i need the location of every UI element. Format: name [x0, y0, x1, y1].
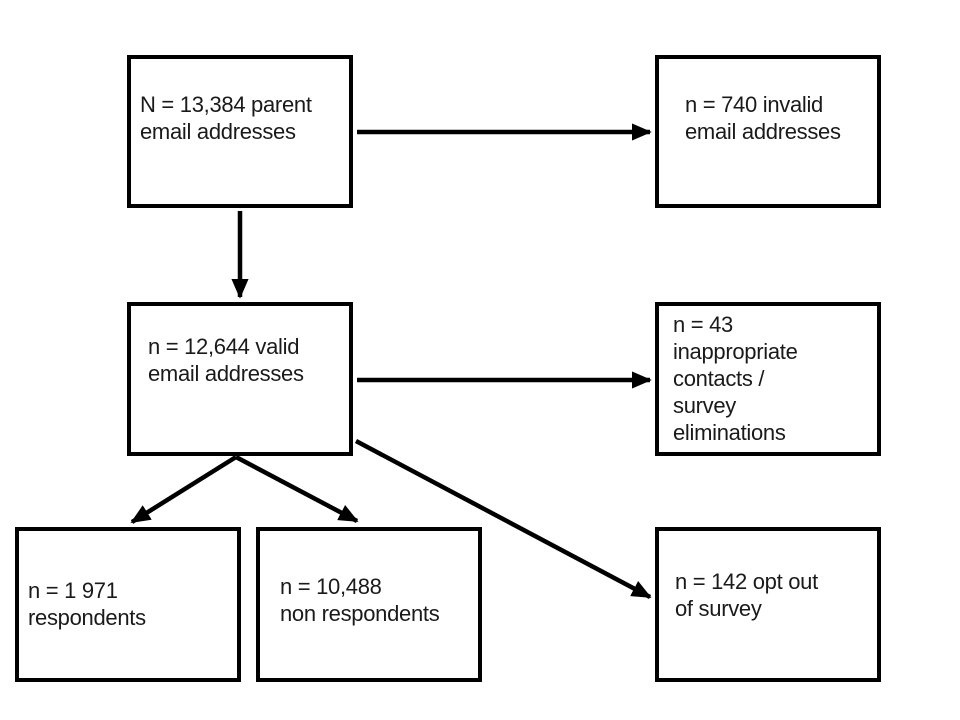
arrow-valid-to-respondents	[130, 455, 238, 524]
node-non-respondents: n = 10,488 non respondents	[256, 527, 482, 682]
node-valid-email-addresses: n = 12,644 valid email addresses	[127, 302, 353, 456]
node-invalid-email-addresses-label: n = 740 invalid email addresses	[685, 92, 841, 144]
node-opt-out: n = 142 opt out of survey	[655, 527, 881, 682]
node-respondents: n = 1 971 respondents	[15, 527, 241, 682]
node-parent-email-addresses-label: N = 13,384 parent email addresses	[140, 92, 312, 144]
node-opt-out-label: n = 142 opt out of survey	[675, 569, 818, 621]
node-inappropriate-contacts: n = 43 inappropriate contacts / survey e…	[655, 302, 881, 456]
node-non-respondents-label: n = 10,488 non respondents	[280, 574, 440, 626]
node-respondents-label: n = 1 971 respondents	[28, 578, 146, 630]
node-inappropriate-contacts-label: n = 43 inappropriate contacts / survey e…	[673, 312, 798, 445]
arrow-valid-to-nonrespondents	[234, 455, 359, 523]
node-valid-email-addresses-label: n = 12,644 valid email addresses	[148, 334, 304, 386]
node-parent-email-addresses: N = 13,384 parent email addresses	[127, 55, 353, 208]
node-invalid-email-addresses: n = 740 invalid email addresses	[655, 55, 881, 208]
